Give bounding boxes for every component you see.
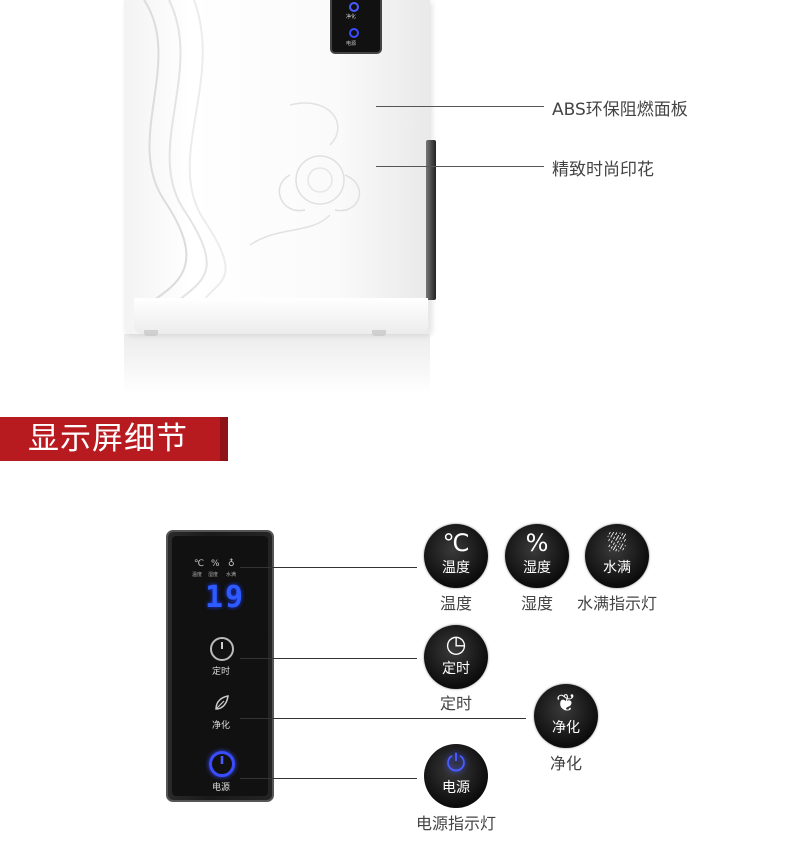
leader-line-power	[240, 778, 417, 779]
leader-line-purify	[240, 718, 526, 719]
mini-purify-label: 净化	[346, 14, 357, 20]
power-caption: 电源指示灯	[415, 814, 496, 833]
mini-power-label: 电源	[346, 41, 357, 47]
leaf-icon: ❦	[555, 689, 577, 717]
leaf-icon	[349, 2, 359, 12]
power-button[interactable]	[209, 751, 235, 777]
flower-print-graphic	[249, 102, 361, 246]
callout-print-design: 精致时尚印花	[552, 160, 654, 180]
device-foot	[144, 330, 158, 336]
purify-icon-label: 净化	[552, 720, 580, 736]
timer-icon: ◷	[445, 630, 467, 658]
section-header-edge	[220, 417, 228, 461]
power-icon-label: 电源	[442, 780, 470, 796]
indicator-label-water-full: 水满	[226, 572, 237, 578]
temperature-caption: 温度	[439, 594, 472, 613]
humidity-icon-label: 湿度	[523, 560, 551, 576]
power-feature-icon: ⏻ 电源	[424, 744, 488, 808]
indicator-label-temperature: 温度	[192, 572, 203, 578]
device-foot	[372, 330, 386, 336]
lcd-readout: 19	[205, 580, 246, 615]
water-full-icon-label: 水满	[603, 560, 631, 576]
temperature-icon-label: 温度	[442, 560, 470, 576]
indicator-label-humidity: 湿度	[208, 572, 219, 578]
water-full-feature-icon: ⛆ 水满	[585, 524, 649, 588]
humidity-feature-icon: % 湿度	[505, 524, 569, 588]
callout-line	[376, 106, 544, 107]
power-icon	[220, 756, 224, 764]
percent-icon: %	[211, 559, 220, 569]
water-tank-icon: ⛆	[607, 529, 627, 557]
timer-icon-label: 定时	[442, 661, 470, 677]
purify-feature-icon: ❦ 净化	[534, 684, 598, 748]
wave-print-graphic	[143, 0, 227, 300]
purify-button-label: 净化	[212, 721, 231, 731]
timer-icon	[221, 642, 223, 649]
timer-feature-icon: ◷ 定时	[424, 625, 488, 689]
dehumidifier-body	[124, 0, 430, 334]
water-tank-icon: ♁	[228, 559, 235, 569]
humidity-caption: 湿度	[520, 594, 553, 613]
timer-caption: 定时	[439, 694, 472, 713]
leaf-icon[interactable]	[213, 694, 231, 712]
water-full-caption: 水满指示灯	[576, 594, 657, 613]
power-icon: ⏻	[446, 749, 466, 777]
percent-icon: %	[525, 529, 549, 557]
temperature-feature-icon: ℃ 温度	[424, 524, 488, 588]
thermometer-icon: ℃	[442, 529, 470, 557]
thermometer-icon: ℃	[194, 559, 205, 569]
power-button-label: 电源	[212, 783, 231, 793]
section-title: 显示屏细节	[28, 421, 188, 457]
leader-line-indicators	[240, 567, 417, 568]
purify-caption: 净化	[549, 754, 582, 773]
callout-line	[376, 166, 544, 167]
device-side-panel	[426, 140, 436, 300]
device-reflection	[124, 334, 430, 394]
section-header-bar	[0, 417, 220, 461]
power-icon	[349, 28, 359, 38]
timer-button[interactable]	[210, 637, 234, 661]
leader-line-timer	[240, 658, 417, 659]
timer-button-label: 定时	[212, 667, 231, 677]
device-base	[134, 298, 428, 334]
callout-panel-material: ABS环保阻燃面板	[552, 100, 688, 120]
